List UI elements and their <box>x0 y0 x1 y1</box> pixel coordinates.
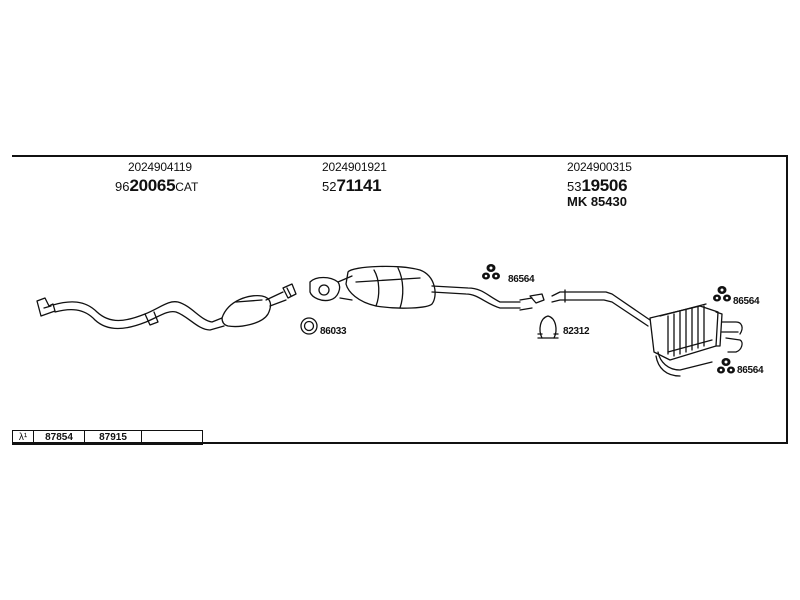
diagram-bottom-border <box>12 442 788 444</box>
part-prefix: 52 <box>322 179 337 194</box>
oem-number-catalyst: 2024901921 <box>322 160 387 174</box>
part-main: 20065 <box>129 176 176 195</box>
catalyst-section-drawing <box>309 265 545 311</box>
part-number-front-pipe: 9620065CAT <box>115 176 198 196</box>
lambda-symbol: λ¹ <box>13 431 34 444</box>
rear-muffler-drawing <box>551 289 743 377</box>
gasket-number: 86033 <box>320 326 347 337</box>
rubber-hanger-icon-right-top <box>713 286 731 302</box>
rubber-hanger-icon-right-bottom <box>717 358 735 374</box>
rubber-hanger-icon-mid <box>482 264 500 280</box>
oem-number-rear-muffler: 2024900315 <box>567 160 632 174</box>
diagram-right-border <box>786 155 788 444</box>
mounting-kit-number: MK 85430 <box>567 194 627 209</box>
hanger-number-mid: 86564 <box>508 274 535 285</box>
clamp-icon <box>537 315 559 339</box>
gasket-ring-icon <box>300 317 318 335</box>
part-number-rear-muffler: 5319506 <box>567 176 628 196</box>
hanger-number-right-bottom: 86564 <box>737 365 764 376</box>
part-prefix: 96 <box>115 179 130 194</box>
part-main: 71141 <box>336 176 382 195</box>
part-number-catalyst: 5271141 <box>322 176 382 196</box>
legend-cell-1: 87854 <box>34 431 85 444</box>
diagram-top-border <box>12 155 788 157</box>
legend-cell-2: 87915 <box>85 431 142 444</box>
part-main: 19506 <box>581 176 628 195</box>
hanger-number-right-top: 86564 <box>733 296 760 307</box>
part-prefix: 53 <box>567 179 582 194</box>
clamp-number: 82312 <box>563 326 590 337</box>
front-pipe-drawing <box>36 283 297 331</box>
oem-number-front-pipe: 2024904119 <box>128 160 192 174</box>
legend-table: λ¹ 87854 87915 <box>12 430 203 445</box>
part-suffix: CAT <box>175 180 199 194</box>
